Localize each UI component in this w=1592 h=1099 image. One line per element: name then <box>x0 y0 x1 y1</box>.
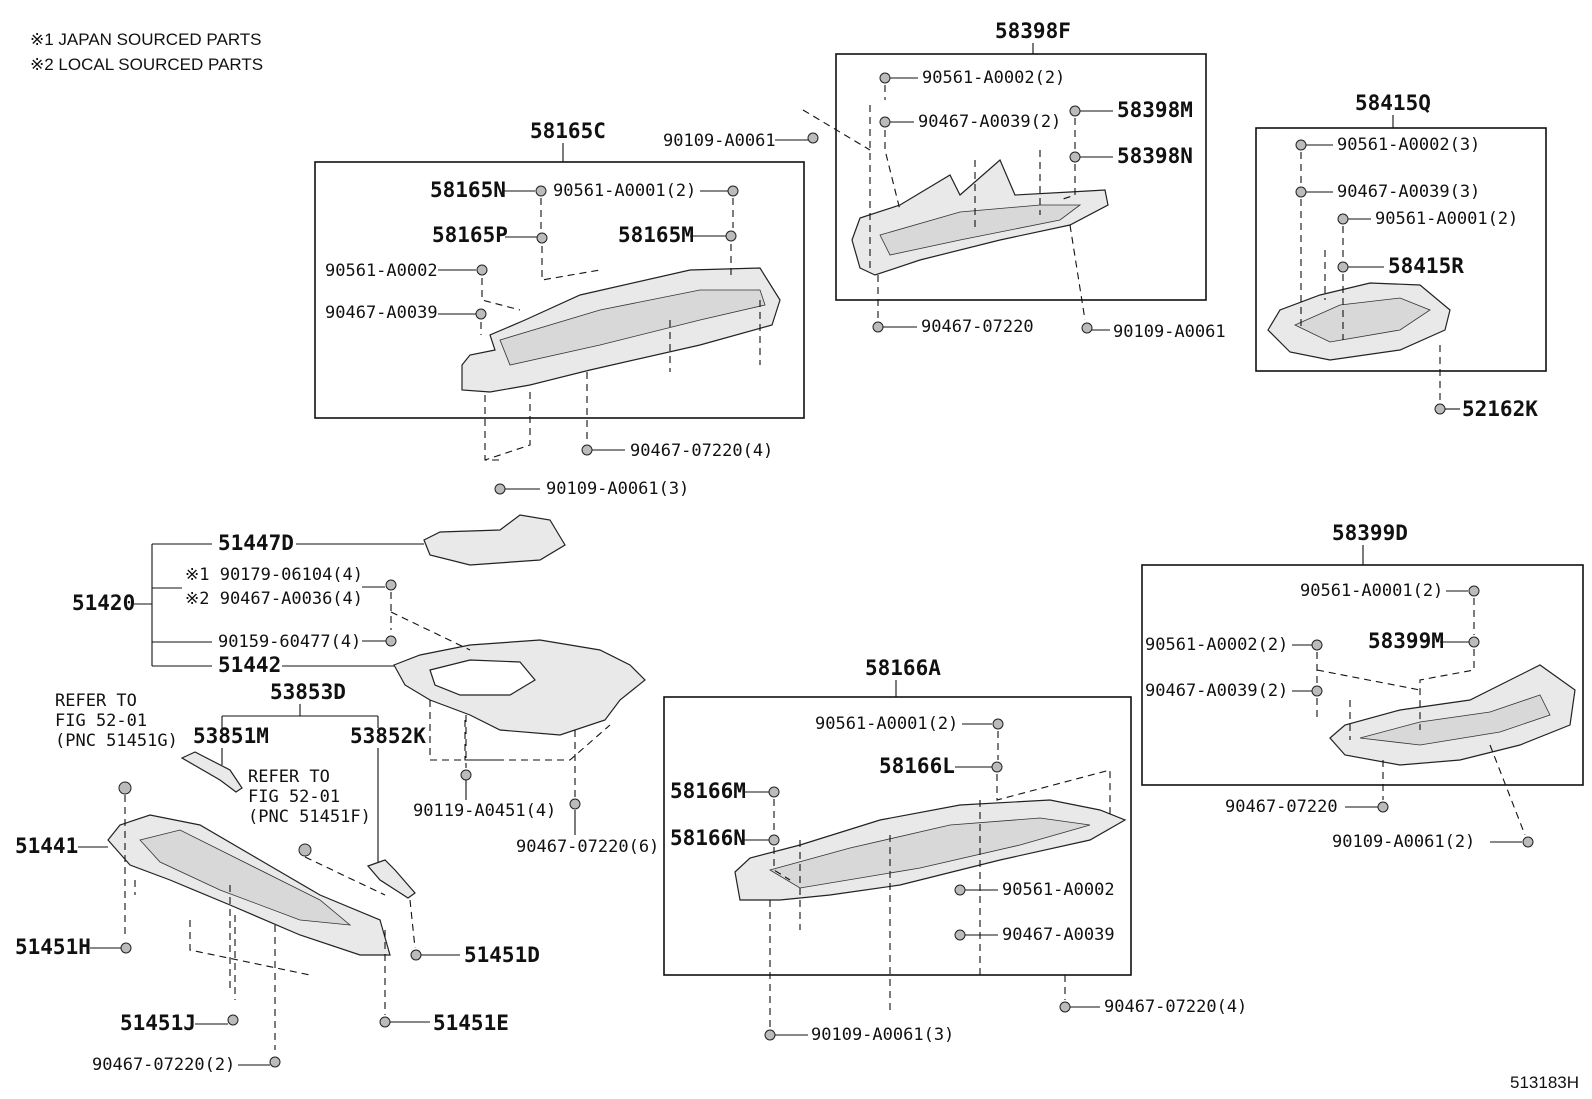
label-90109-A0061-3-c[interactable]: 90109-A0061(3) <box>811 1025 954 1045</box>
label-90467-07220-4-c[interactable]: 90467-07220(4) <box>1104 997 1247 1017</box>
label-90467-07220-d[interactable]: 90467-07220 <box>1225 797 1338 817</box>
label-52162K[interactable]: 52162K <box>1462 397 1538 421</box>
label-58415R[interactable]: 58415R <box>1388 254 1464 278</box>
label-51447D[interactable]: 51447D <box>218 531 294 555</box>
group-58398F: 58398F 90561-A0002(2) 90467-A0039(2) 583… <box>663 19 1226 342</box>
label-90109-A0061[interactable]: 90109-A0061 <box>663 131 776 151</box>
group-58399D: 58399D 90561-A0001(2) 90561-A0002(2) 583… <box>1141 521 1584 852</box>
label-90467-A0036-4[interactable]: ※2 90467-A0036(4) <box>185 589 363 609</box>
label-53853D[interactable]: 53853D <box>270 680 346 704</box>
group-58166A: 58166A 90561-A0001(2) 58166L 58166M 5816… <box>663 656 1247 1045</box>
group-51420: 51420 51447D ※1 90179-06104(4) ※2 90467-… <box>72 514 659 857</box>
label-90179-06104-4[interactable]: ※1 90179-06104(4) <box>185 565 363 585</box>
group-58415Q: 58415Q 90561-A0002(3) 90467-A0039(3) 905… <box>1255 91 1547 421</box>
label-53851M[interactable]: 53851M <box>193 724 269 748</box>
label-58165M[interactable]: 58165M <box>618 223 694 247</box>
label-58166L[interactable]: 58166L <box>879 754 955 778</box>
clip-51451F <box>298 843 312 857</box>
label-58399M[interactable]: 58399M <box>1368 629 1444 653</box>
label-51420[interactable]: 51420 <box>72 591 135 615</box>
refer-51451F-line1: REFER TO <box>248 767 330 787</box>
label-90467-07220[interactable]: 90467-07220 <box>921 317 1034 337</box>
label-58166M[interactable]: 58166M <box>670 779 746 803</box>
label-90467-07220-2[interactable]: 90467-07220(2) <box>92 1055 235 1075</box>
clip-58165N <box>535 185 547 197</box>
label-58166N[interactable]: 58166N <box>670 826 746 850</box>
box-58398F <box>835 53 1207 301</box>
refer-51451G-line2: FIG 52-01 <box>55 711 147 731</box>
label-90467-07220-6[interactable]: 90467-07220(6) <box>516 837 659 857</box>
label-51451H[interactable]: 51451H <box>15 935 91 959</box>
label-90467-07220-4[interactable]: 90467-07220(4) <box>630 441 773 461</box>
label-58415Q[interactable]: 58415Q <box>1355 91 1431 115</box>
label-58398M[interactable]: 58398M <box>1117 98 1193 122</box>
label-51451E[interactable]: 51451E <box>433 1011 509 1035</box>
label-90467-A0039-2-d[interactable]: 90467-A0039(2) <box>1145 681 1288 701</box>
clip-90561 <box>727 185 739 197</box>
label-90561-A0002-2-d[interactable]: 90561-A0002(2) <box>1145 635 1288 655</box>
group-58165C: 58165C 58165N 90561-A0001(2) 58165P 5816… <box>314 119 805 499</box>
label-58165C[interactable]: 58165C <box>530 119 606 143</box>
box-58165C <box>314 161 805 419</box>
figure-id: 513183H <box>1510 1073 1579 1092</box>
refer-51451G-line1: REFER TO <box>55 691 137 711</box>
label-58165N[interactable]: 58165N <box>430 178 506 202</box>
label-90561-A0001-2-b[interactable]: 90561-A0001(2) <box>1375 209 1518 229</box>
group-51441: 51441 51451H 51451J 90467-07220(2) 51451… <box>15 781 540 1075</box>
box-58166A <box>663 696 1132 976</box>
label-53852K[interactable]: 53852K <box>350 724 426 748</box>
clip-90561-A0002 <box>476 264 488 276</box>
clip-58165M <box>725 230 737 242</box>
label-58398F[interactable]: 58398F <box>995 19 1071 43</box>
box-58399D <box>1141 564 1584 786</box>
label-51441[interactable]: 51441 <box>15 834 78 858</box>
refer-51451G-line3[interactable]: (PNC 51451G) <box>55 731 178 751</box>
part-51447D[interactable] <box>423 514 566 566</box>
label-51451D[interactable]: 51451D <box>464 943 540 967</box>
label-90561-A0002-3[interactable]: 90561-A0002(3) <box>1337 135 1480 155</box>
label-90561-A0002-c[interactable]: 90561-A0002 <box>1002 880 1115 900</box>
bracket-53851M[interactable] <box>180 751 243 793</box>
label-90561-A0002[interactable]: 90561-A0002 <box>325 261 438 281</box>
label-90561-A0002-2[interactable]: 90561-A0002(2) <box>922 68 1065 88</box>
label-51451J[interactable]: 51451J <box>120 1011 196 1035</box>
label-90467-A0039-3[interactable]: 90467-A0039(3) <box>1337 182 1480 202</box>
box-58415Q <box>1255 127 1547 372</box>
label-90561-A0001-2-d[interactable]: 90561-A0001(2) <box>1300 581 1443 601</box>
label-58165P[interactable]: 58165P <box>432 223 508 247</box>
bracket-53852K[interactable] <box>366 859 416 899</box>
refer-51451F-line3[interactable]: (PNC 51451F) <box>248 807 371 827</box>
clip-58165P <box>536 232 548 244</box>
label-90159-60477-4[interactable]: 90159-60477(4) <box>218 632 361 652</box>
label-90467-A0039[interactable]: 90467-A0039 <box>325 303 438 323</box>
label-90119-A0451-4[interactable]: 90119-A0451(4) <box>413 801 556 821</box>
label-58166A[interactable]: 58166A <box>865 656 941 680</box>
label-90109-A0061-3[interactable]: 90109-A0061(3) <box>546 479 689 499</box>
label-90109-A0061-2-d[interactable]: 90109-A0061(2) <box>1332 832 1475 852</box>
label-90561-A0001-2-c[interactable]: 90561-A0001(2) <box>815 714 958 734</box>
note-japan-sourced: ※1 JAPAN SOURCED PARTS <box>30 30 262 49</box>
refer-51451F-line2: FIG 52-01 <box>248 787 340 807</box>
label-90561-A0001-2[interactable]: 90561-A0001(2) <box>553 181 696 201</box>
clip-51451G <box>118 781 132 795</box>
label-58398N[interactable]: 58398N <box>1117 144 1193 168</box>
label-90109-A0061-b[interactable]: 90109-A0061 <box>1113 322 1226 342</box>
note-local-sourced: ※2 LOCAL SOURCED PARTS <box>30 55 263 74</box>
label-90467-A0039-c[interactable]: 90467-A0039 <box>1002 925 1115 945</box>
label-58399D[interactable]: 58399D <box>1332 521 1408 545</box>
clip-90467-A0039 <box>475 308 487 320</box>
label-90467-A0039-2[interactable]: 90467-A0039(2) <box>918 112 1061 132</box>
label-51442[interactable]: 51442 <box>218 653 281 677</box>
group-53853D: 53853D 53851M 53852K REFER TO FIG 52-01 … <box>55 680 426 899</box>
